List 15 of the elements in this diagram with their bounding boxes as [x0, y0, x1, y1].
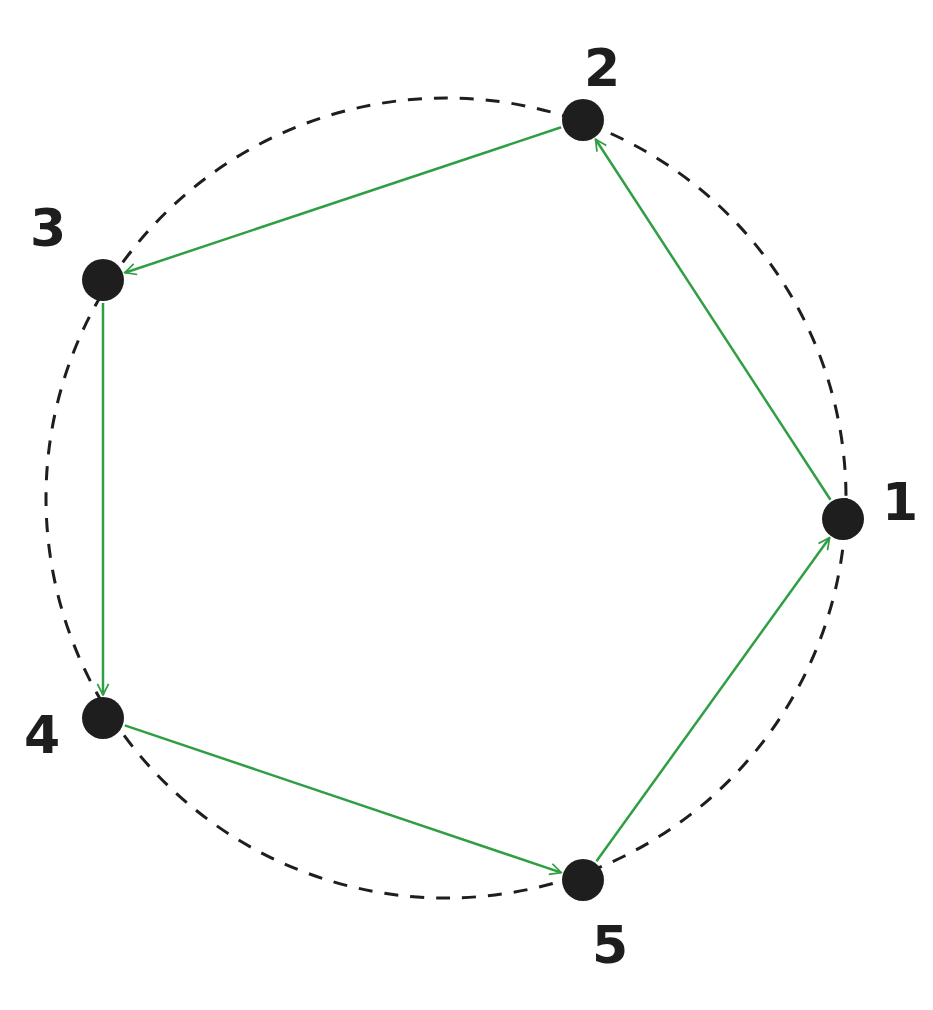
dot [822, 498, 864, 540]
node-number: 3 [29, 202, 67, 254]
node-number: 1 [881, 476, 919, 528]
node-number: 4 [23, 709, 61, 761]
arrow [595, 536, 831, 863]
arrow [124, 724, 563, 876]
dot [562, 859, 604, 901]
dot [562, 99, 604, 141]
node-number: 2 [583, 42, 621, 94]
arrow [594, 138, 832, 501]
node-number: 5 [591, 919, 629, 971]
dot [82, 697, 124, 739]
arrow [123, 126, 562, 276]
arrow [96, 303, 110, 696]
dot [82, 259, 124, 301]
